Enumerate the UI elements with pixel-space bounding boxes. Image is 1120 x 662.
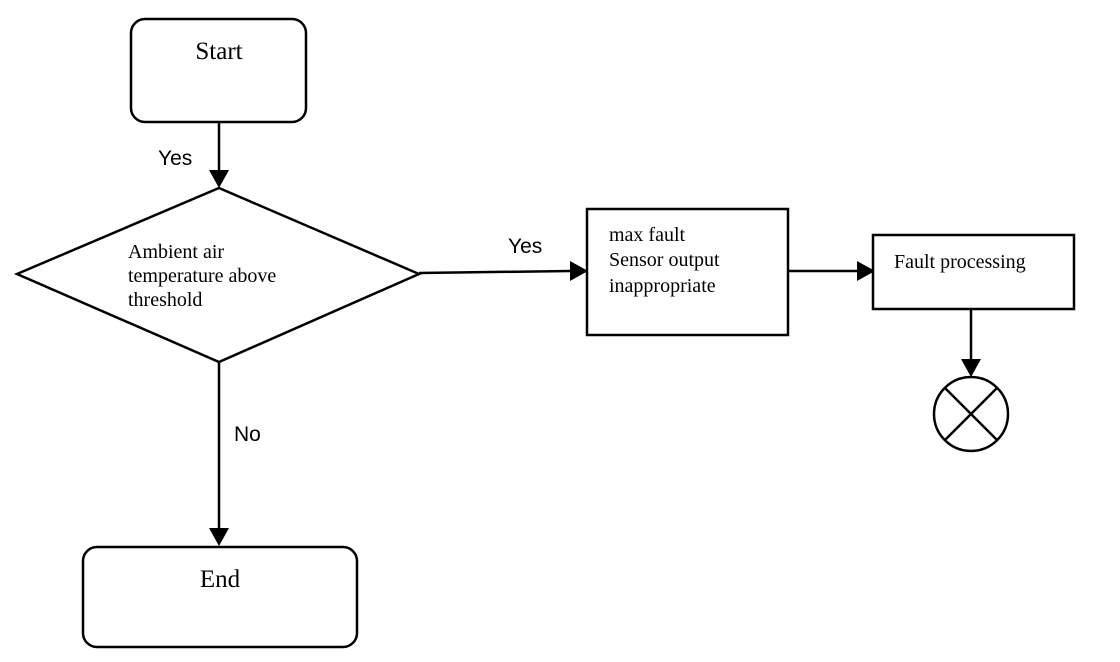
fault-box-line-1: max fault <box>609 224 686 246</box>
fault-box-line-2: Sensor output <box>609 249 720 271</box>
fault-processing-box: Fault processing <box>871 233 1076 311</box>
fault-box-line-3: inappropriate <box>609 275 716 297</box>
decision-label-line-3: threshold <box>128 289 202 311</box>
x-circle-icon <box>932 375 1010 453</box>
yes-label-start-to-decision: Yes <box>158 147 192 170</box>
connector-decision-to-end: No <box>209 362 261 546</box>
connector-start-to-decision: Yes <box>158 122 229 188</box>
start-label: Start <box>195 38 242 65</box>
start-node: Start <box>129 17 308 124</box>
connector-decision-to-fault: Yes <box>418 235 588 281</box>
sensor-fault-box: max fault Sensor output inappropriate <box>585 207 790 337</box>
decision-label-line-2: temperature above <box>128 265 276 287</box>
end-label: End <box>200 566 241 593</box>
connector-processing-to-terminator <box>961 309 981 377</box>
decision-label-line-1: Ambient air <box>128 241 224 263</box>
connector-fault-to-processing <box>788 261 875 281</box>
yes-label-decision-to-fault: Yes <box>508 235 542 258</box>
decision-node: Ambient air temperature above threshold <box>13 186 423 364</box>
end-node: End <box>81 545 359 649</box>
no-label-decision-to-end: No <box>234 423 261 446</box>
fault-processing-label: Fault processing <box>894 251 1026 273</box>
